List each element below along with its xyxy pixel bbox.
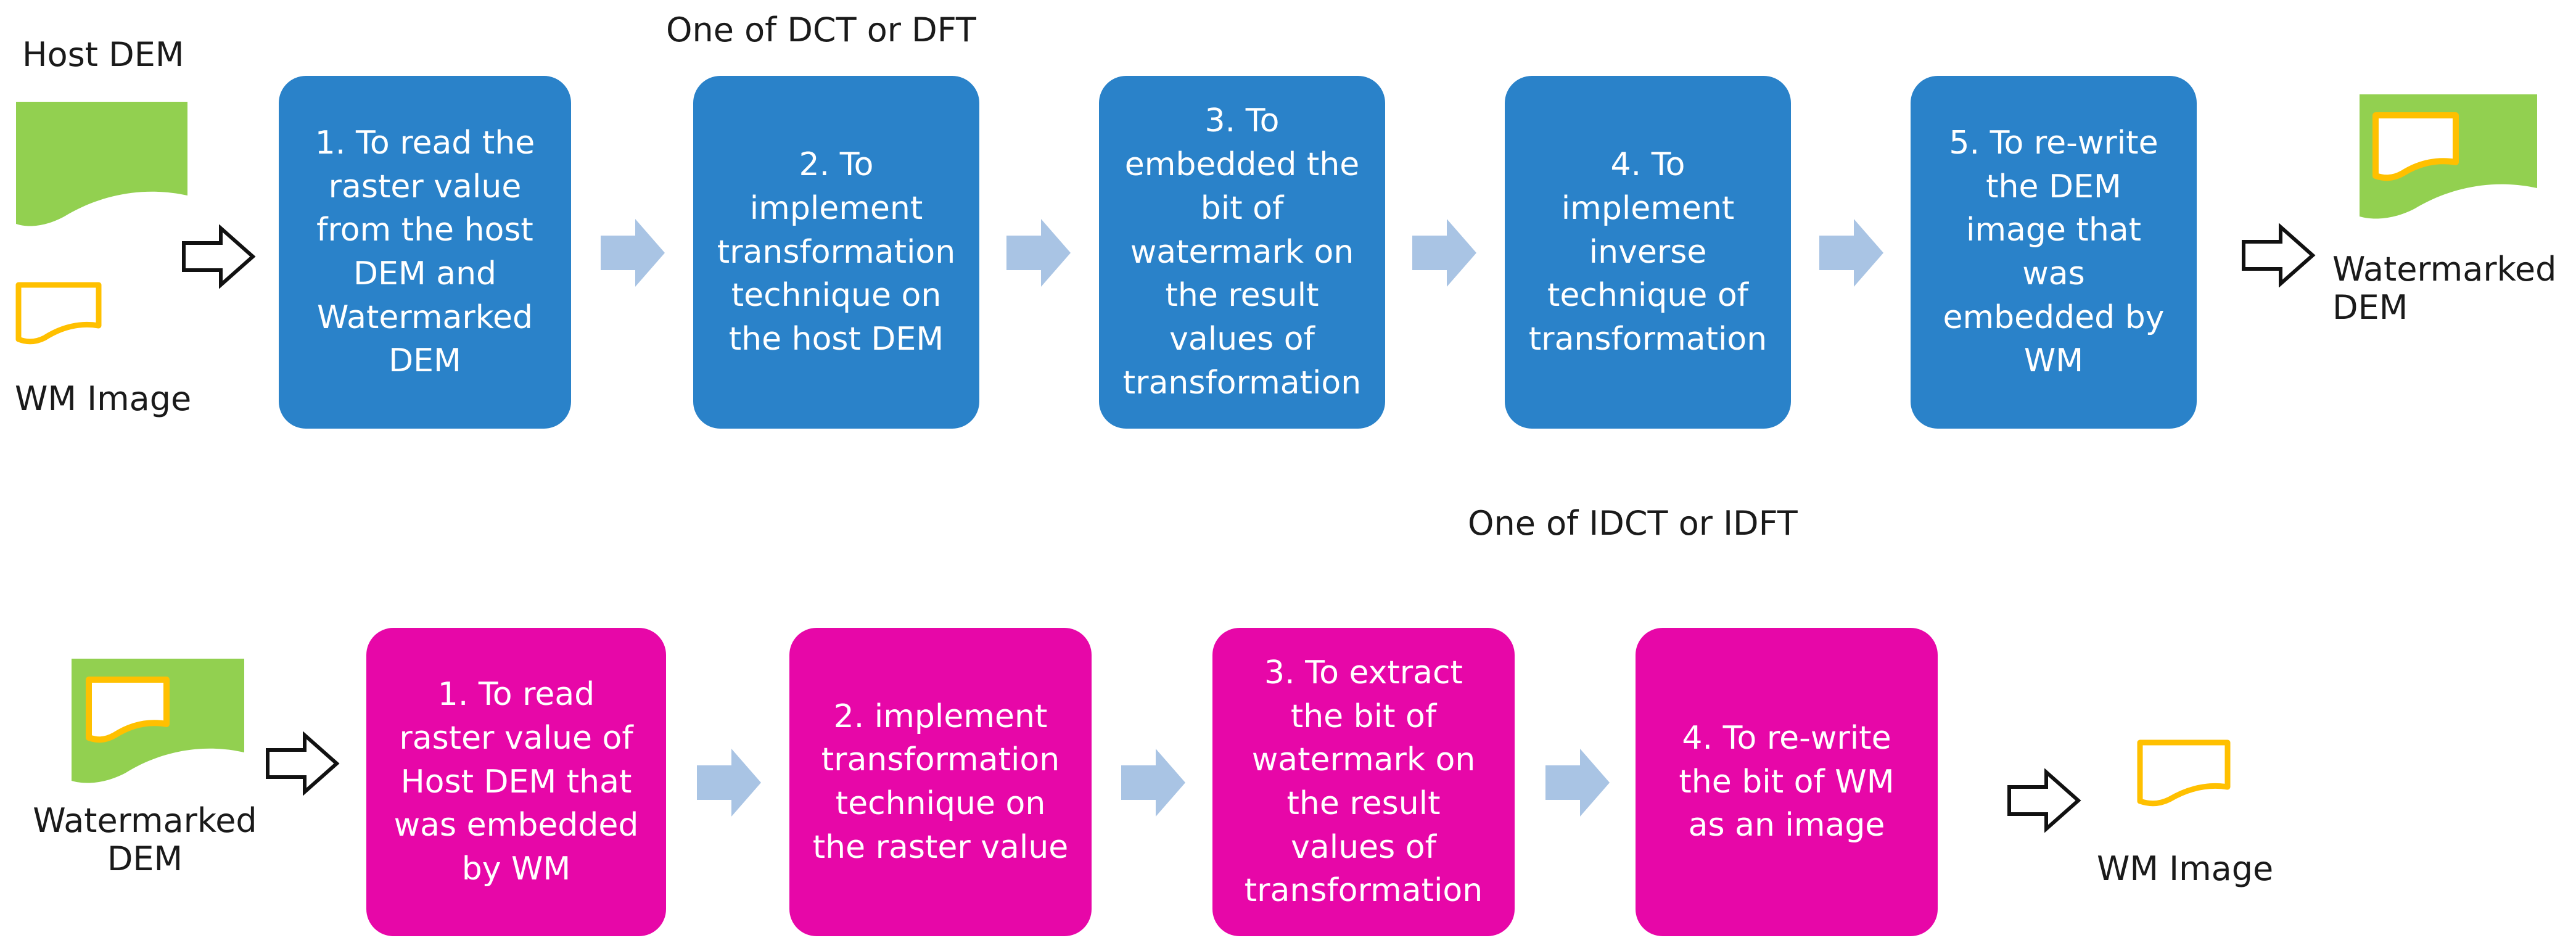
extract-step-2: 2. implement transformation technique on… <box>789 628 1092 936</box>
watermarked-dem-input-label: Watermarked DEM <box>33 801 257 879</box>
wm-image-icon <box>15 281 102 345</box>
input-arrow-icon <box>180 224 257 289</box>
output-arrow-icon <box>2240 223 2316 287</box>
host-dem-icon <box>16 102 187 228</box>
flow-arrow-icon <box>601 219 665 287</box>
wm-image-output-icon <box>2136 739 2231 808</box>
embed-step-5-text: 5. To re-write the DEM image that was em… <box>1943 124 2165 380</box>
embed-step-5: 5. To re-write the DEM image that was em… <box>1911 76 2197 429</box>
wm-image-label: WM Image <box>15 379 192 418</box>
extract-step-3-text: 3. To extract the bit of watermark on th… <box>1244 654 1483 910</box>
wm-image-output-label: WM Image <box>2097 849 2274 888</box>
input-arrow-icon <box>264 731 340 796</box>
extract-transform-note: One of IDCT or IDFT <box>1468 504 1798 543</box>
flow-arrow-icon <box>1121 749 1185 817</box>
embed-step-1: 1. To read the raster value from the hos… <box>279 76 571 429</box>
extract-step-3: 3. To extract the bit of watermark on th… <box>1212 628 1515 936</box>
embed-step-3-text: 3. To embedded the bit of watermark on t… <box>1122 102 1362 401</box>
flow-arrow-icon <box>1412 219 1476 287</box>
embed-step-1-text: 1. To read the raster value from the hos… <box>315 124 535 380</box>
embed-transform-note: One of DCT or DFT <box>666 10 976 49</box>
extract-step-4-text: 4. To re-write the bit of WM as an image <box>1679 719 1895 844</box>
extract-step-1: 1. To read raster value of Host DEM that… <box>366 628 666 936</box>
watermarked-dem-input-icon <box>72 659 244 785</box>
flow-arrow-icon <box>1819 219 1883 287</box>
embed-step-4: 4. To implement inverse technique of tra… <box>1505 76 1791 429</box>
flow-arrow-icon <box>697 749 761 817</box>
output-arrow-icon <box>2006 768 2082 833</box>
host-dem-label: Host DEM <box>22 35 184 74</box>
watermarked-dem-label: Watermarked DEM <box>2332 250 2557 327</box>
embed-step-3: 3. To embedded the bit of watermark on t… <box>1099 76 1385 429</box>
extract-step-2-text: 2. implement transformation technique on… <box>812 698 1069 866</box>
extract-step-4: 4. To re-write the bit of WM as an image <box>1636 628 1938 936</box>
embed-step-4-text: 4. To implement inverse technique of tra… <box>1528 146 1767 358</box>
watermarked-dem-icon <box>2360 94 2537 221</box>
extract-step-1-text: 1. To read raster value of Host DEM that… <box>393 676 639 888</box>
embed-step-2-text: 2. To implement transformation technique… <box>717 146 956 358</box>
flow-arrow-icon <box>1006 219 1071 287</box>
embed-step-2: 2. To implement transformation technique… <box>693 76 979 429</box>
flow-arrow-icon <box>1545 749 1610 817</box>
